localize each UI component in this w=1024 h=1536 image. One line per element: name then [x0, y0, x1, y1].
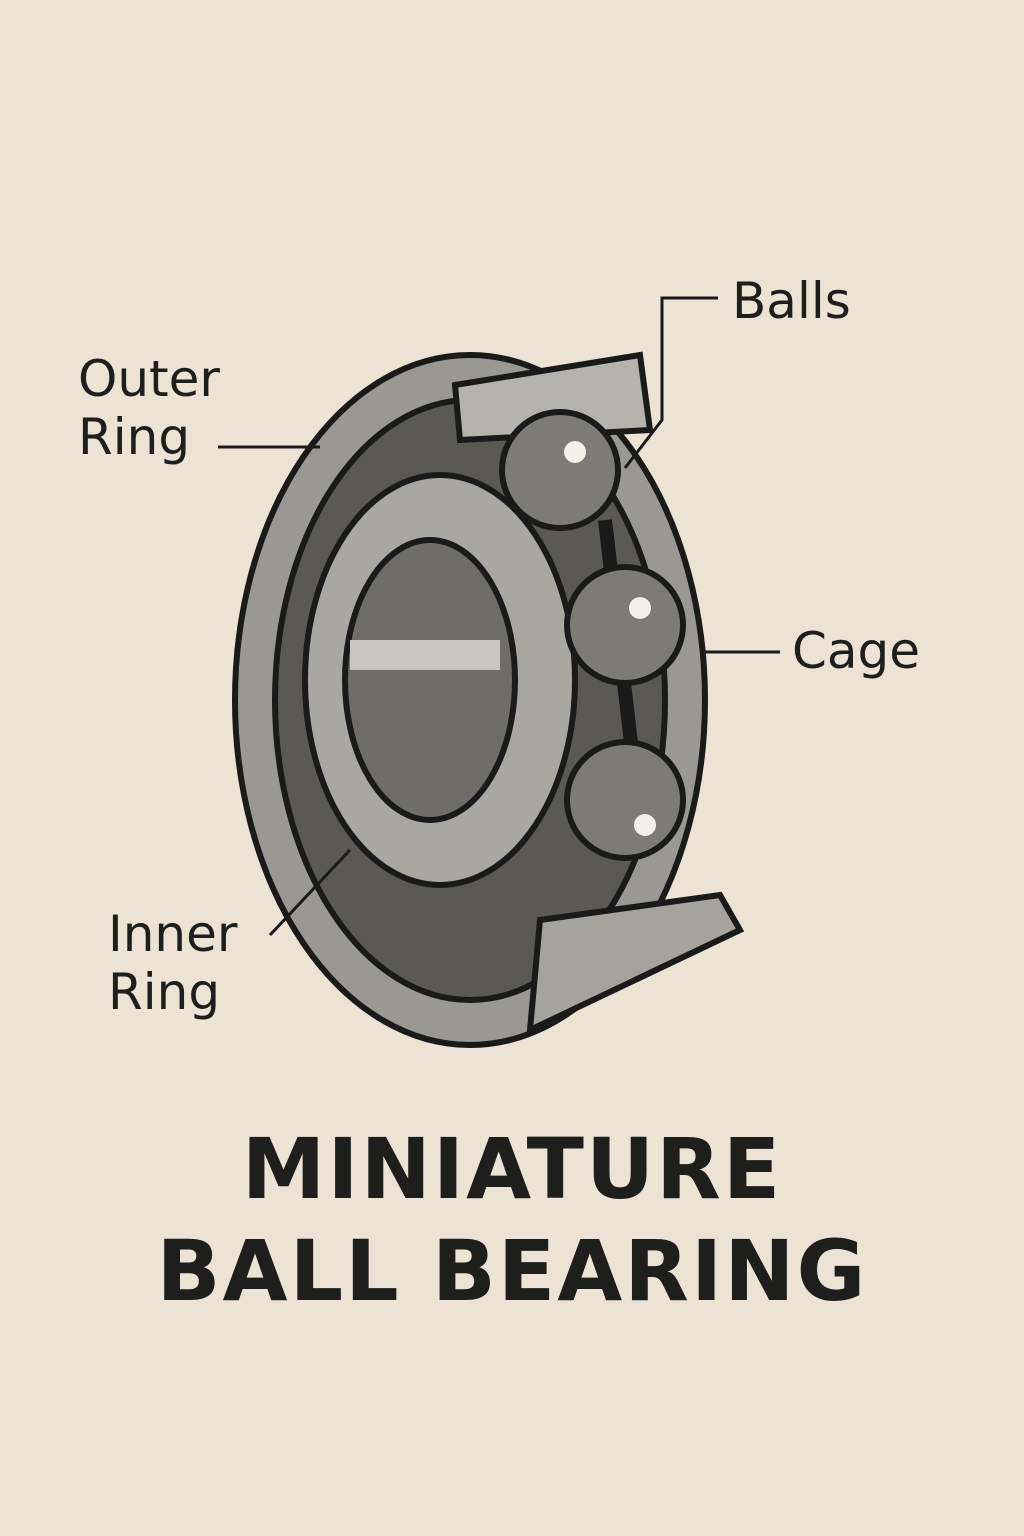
outer-ring-cutaway-top	[451, 351, 654, 444]
leader-lines	[218, 296, 780, 937]
label-text: Ring	[108, 963, 221, 1021]
label-balls: Balls	[732, 272, 851, 330]
label-cage: Cage	[792, 622, 921, 680]
ball	[564, 564, 686, 686]
ball	[499, 409, 621, 531]
title-line-2: BALL BEARING	[156, 1222, 868, 1320]
title-line-1: MINIATURE	[241, 1120, 783, 1218]
label-text: Outer	[78, 350, 220, 408]
outer-ring-cutaway-bottom	[526, 891, 745, 1035]
ball	[564, 739, 686, 861]
bore	[342, 537, 518, 823]
label-text: Ring	[78, 408, 191, 466]
label-text: Inner	[108, 905, 238, 963]
